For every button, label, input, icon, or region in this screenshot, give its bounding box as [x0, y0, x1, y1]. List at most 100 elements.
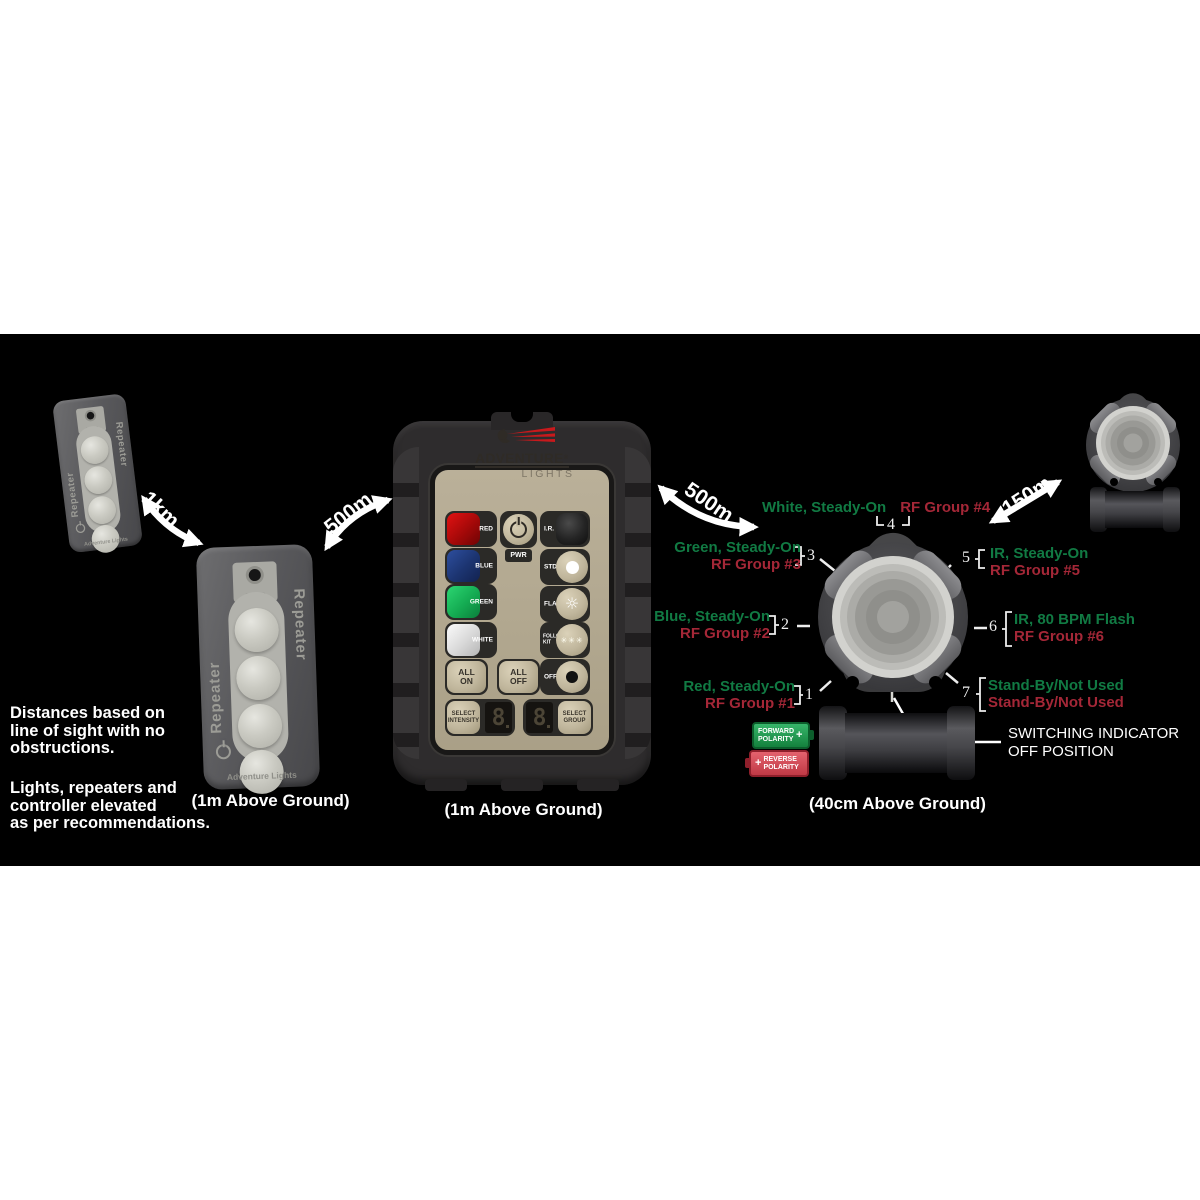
dial-label-1: Red, Steady-On RF Group #1	[683, 678, 795, 712]
white-button-label: WHITE	[472, 636, 493, 644]
flash-button: ☼	[556, 588, 588, 620]
brand-name: ADVENTURE®	[475, 451, 569, 468]
brand-subname: LIGHTS	[521, 468, 575, 480]
power-button-label: PWR	[505, 549, 532, 562]
blue-button	[447, 550, 480, 582]
repeater-button	[233, 607, 280, 653]
cylinder-cap	[1163, 487, 1180, 532]
battery-cylinder-remote	[1090, 487, 1180, 532]
dial-number-6: 6	[989, 618, 997, 635]
mode-label: IR, Steady-On	[990, 545, 1089, 562]
controller-top-notch	[491, 412, 553, 430]
repeater-button	[82, 464, 114, 496]
rf-group-label: RF Group #2	[679, 625, 770, 642]
repeater-side-label: Repeater	[290, 588, 310, 661]
mode-label: Green, Steady-On	[674, 539, 801, 556]
registered-mark: ®	[563, 455, 569, 461]
led-indicator	[248, 568, 261, 582]
steady-icon	[565, 560, 579, 574]
rf-group-label: RF Group #5	[990, 562, 1081, 579]
flash-button-label: FLASH	[544, 600, 566, 608]
controller-device: ADVENTURE® LIGHTS RED PWR I.R. BLUE STDY…	[393, 412, 651, 791]
beacon-light-main	[808, 522, 978, 704]
dial-label-5: IR, Steady-On RF Group #5	[990, 545, 1088, 579]
controller-height-caption: (1m Above Ground)	[444, 800, 603, 819]
cylinder-cap	[1090, 487, 1107, 532]
mode-label: Blue, Steady-On	[654, 608, 770, 625]
flash-button-plate: FLASH ☼	[540, 586, 590, 622]
cylinder-cap	[947, 706, 975, 780]
rf-group-label: RF Group #6	[1014, 628, 1105, 645]
cylinder-cap	[819, 706, 847, 780]
follow-kit-stars-icon: ✳✳✳	[560, 635, 584, 645]
note-distances: Distances based on line of sight with no…	[10, 704, 165, 757]
steady-button-label: STDY	[544, 563, 562, 571]
dial-number-5: 5	[962, 549, 970, 566]
note-elevation: Lights, repeaters and controller elevate…	[10, 779, 210, 832]
dial-label-3: Green, Steady-On RF Group #3	[674, 539, 801, 573]
rf-group-label: RF Group #3	[710, 556, 801, 573]
red-button	[447, 513, 480, 545]
repeater-device-large: Repeater Repeater Adventure Lights	[195, 544, 321, 795]
blue-button-plate: BLUE	[445, 548, 497, 584]
power-button-plate	[500, 511, 537, 548]
white-button	[447, 624, 480, 656]
green-button-label: GREEN	[469, 598, 493, 606]
cylinder-tube	[845, 713, 949, 773]
mode-label: Stand-By/Not Used	[988, 677, 1124, 694]
group-display: 8	[526, 702, 553, 733]
power-icon	[510, 521, 527, 538]
mode-label: White, Steady-On	[762, 499, 887, 516]
green-button	[447, 586, 480, 618]
battery-cylinder-main	[819, 706, 975, 780]
white-button-plate: WHITE	[445, 622, 497, 658]
off-button	[556, 661, 588, 693]
ir-button-label: I.R.	[544, 525, 555, 533]
mount-hole	[1154, 478, 1162, 486]
rf-group-label: Stand-By/Not Used	[988, 694, 1124, 711]
controller-foot	[577, 779, 619, 791]
logo-swoosh-icon	[497, 427, 555, 443]
repeater-button	[79, 434, 111, 466]
steady-button-plate: STDY	[540, 549, 590, 585]
dial-label-6: IR, 80 BPM Flash RF Group #6	[1014, 611, 1135, 645]
off-icon	[566, 671, 578, 683]
mode-label: Red, Steady-On	[683, 678, 795, 695]
controller-foot	[501, 779, 543, 791]
intensity-display: 8	[485, 702, 512, 733]
repeater-side-label: Repeater	[205, 661, 226, 734]
dial-number-3: 3	[807, 547, 815, 564]
repeater-height-caption: (1m Above Ground)	[191, 791, 350, 810]
controller-foot	[425, 779, 467, 791]
led-indicator	[86, 411, 95, 420]
red-button-plate: RED	[445, 511, 497, 547]
dial-number-1: 1	[805, 686, 813, 703]
green-button-plate: GREEN	[445, 584, 497, 620]
off-button-label: OFF	[544, 673, 557, 681]
dial-number-2: 2	[781, 616, 789, 633]
switching-indicator-note: SWITCHING INDICATOR OFF POSITION	[1008, 725, 1180, 760]
beacon-light-remote	[1080, 386, 1186, 498]
mount-hole	[929, 676, 942, 689]
mount-hole	[1110, 478, 1118, 486]
ir-button	[556, 513, 588, 545]
adventure-lights-logo: ADVENTURE® LIGHTS	[393, 427, 651, 480]
mode-label: IR, 80 BPM Flash	[1014, 611, 1135, 628]
power-button	[503, 514, 534, 545]
rf-group-label: RF Group #1	[704, 695, 795, 712]
mount-hole	[846, 676, 859, 689]
repeater-button-strip	[227, 591, 290, 795]
steady-button	[556, 551, 588, 583]
blue-button-label: BLUE	[475, 562, 493, 570]
